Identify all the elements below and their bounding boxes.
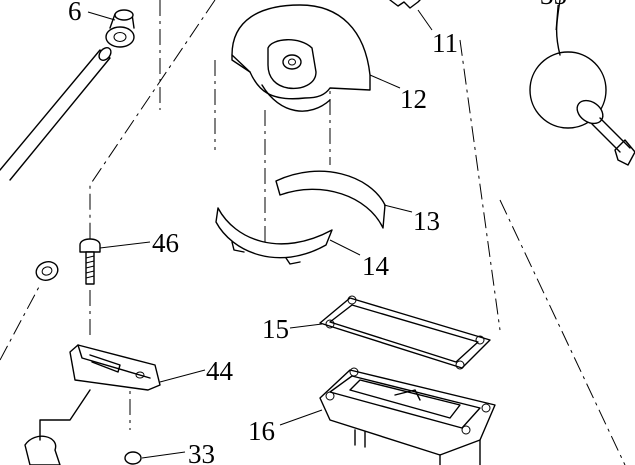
part-11-fragment	[389, 0, 421, 9]
label-44: 44	[206, 356, 234, 386]
label-11: 11	[432, 28, 458, 58]
label-15: 15	[262, 314, 289, 344]
washer	[35, 261, 59, 281]
part-12-guard	[231, 4, 371, 112]
part-33-washer	[124, 451, 142, 465]
label-16: 16	[248, 416, 275, 446]
part-14-strip	[215, 207, 333, 265]
part-13-strip	[275, 170, 386, 229]
leader-lines	[87, 4, 559, 459]
label-46: 46	[152, 228, 179, 258]
label-12: 12	[400, 84, 427, 114]
part-6-bushing	[105, 9, 135, 48]
label-14: 14	[362, 251, 390, 281]
label-13: 13	[413, 206, 440, 236]
label-6: 6	[68, 0, 82, 26]
part-labels: 6 11 12 13 14 46 15 44 16 33 35	[68, 0, 567, 465]
label-35: 35	[540, 0, 567, 10]
label-33: 33	[188, 439, 215, 465]
wing-nut-fragment	[24, 389, 91, 465]
part-46-screw	[79, 238, 101, 285]
part-44-block	[69, 344, 161, 391]
part-35-ball-knob	[529, 0, 635, 166]
part-16-base	[319, 367, 496, 465]
part-15-plate	[319, 295, 491, 370]
part-6-rod	[0, 47, 112, 181]
